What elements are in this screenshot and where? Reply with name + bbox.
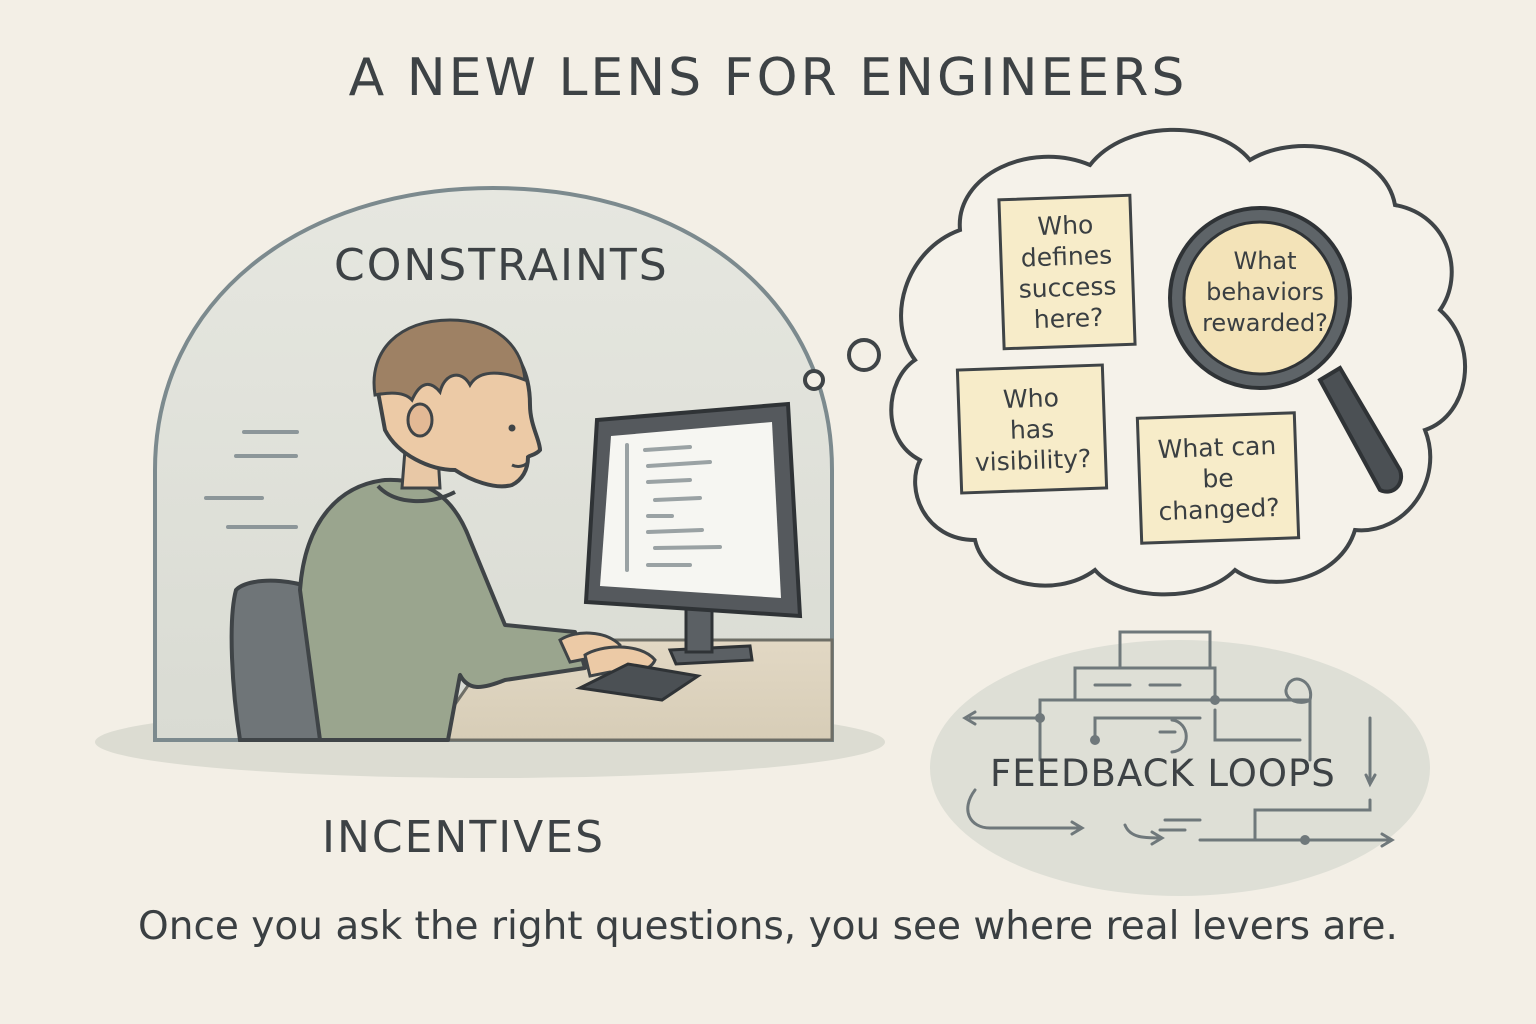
note-line: has bbox=[1009, 413, 1055, 445]
sticky-note-visibility: Who has visibility? bbox=[955, 363, 1109, 495]
note-line: Who bbox=[1002, 382, 1060, 414]
feedback-loops-label: FEEDBACK LOOPS bbox=[990, 752, 1336, 795]
note-line: success bbox=[1018, 271, 1117, 304]
page-title: A NEW LENS FOR ENGINEERS bbox=[348, 48, 1188, 108]
magnifying-glass-icon bbox=[1168, 206, 1404, 494]
person-icon bbox=[298, 318, 657, 742]
sticky-note-defines-success: Who defines success here? bbox=[997, 193, 1137, 351]
note-line: What bbox=[1233, 247, 1297, 275]
note-line: be bbox=[1201, 462, 1235, 494]
note-line: changed? bbox=[1158, 492, 1281, 526]
note-line: here? bbox=[1033, 302, 1104, 335]
computer-monitor-icon bbox=[583, 401, 803, 666]
sticky-note-changed: What can be changed? bbox=[1135, 411, 1301, 545]
feedback-loops-diagram bbox=[962, 630, 1395, 848]
keyboard bbox=[575, 662, 702, 702]
feedback-loops-cloud bbox=[930, 640, 1430, 896]
incentives-label: INCENTIVES bbox=[322, 812, 606, 863]
caption: Once you ask the right questions, you se… bbox=[138, 904, 1398, 949]
feedback-loop-nodes bbox=[1035, 695, 1310, 845]
thought-bubble-trail bbox=[803, 338, 881, 391]
motion-lines bbox=[204, 430, 299, 529]
magnifier-question: What behaviors rewarded? bbox=[1190, 246, 1340, 339]
note-line: behaviors bbox=[1206, 278, 1324, 306]
note-line: visibility? bbox=[974, 443, 1092, 477]
note-line: defines bbox=[1020, 240, 1113, 273]
note-line: What can bbox=[1157, 430, 1277, 464]
note-line: rewarded? bbox=[1202, 309, 1328, 337]
constraints-label: CONSTRAINTS bbox=[334, 240, 669, 291]
note-line: Who bbox=[1036, 210, 1094, 241]
